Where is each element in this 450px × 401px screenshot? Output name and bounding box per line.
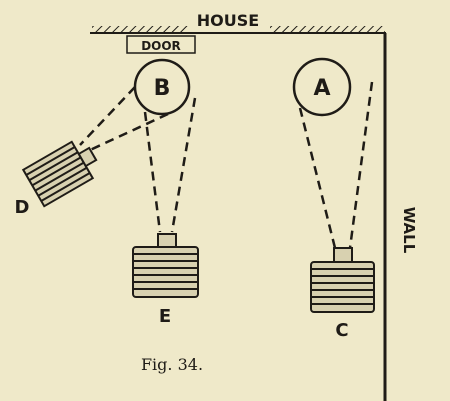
pulley-a-label: A — [313, 76, 330, 101]
rope-b-d-lower — [89, 112, 169, 152]
rope-b-e-left — [143, 111, 162, 233]
pulley-b-label: B — [154, 76, 171, 101]
door-label: DOOR — [141, 39, 181, 53]
rope-b-e-right — [170, 97, 197, 233]
pulley-a — [292, 57, 352, 117]
coil-e-label: E — [159, 306, 171, 327]
door: DOOR — [126, 35, 196, 54]
coil-e — [132, 233, 199, 298]
house-label: HOUSE — [197, 11, 259, 30]
coil-c — [310, 247, 375, 313]
rope-b-d-upper — [79, 86, 136, 146]
wall-label: WALL — [400, 207, 418, 254]
rope-a-c-right — [348, 81, 374, 249]
coil-c-label: C — [335, 320, 348, 341]
figure-caption: Fig. 34. — [141, 355, 203, 374]
rope-a-c-left — [298, 107, 337, 249]
house-ceiling — [90, 26, 386, 34]
coil-d-label: D — [15, 197, 30, 218]
coil-d — [21, 140, 98, 208]
rope-lines — [79, 81, 374, 249]
